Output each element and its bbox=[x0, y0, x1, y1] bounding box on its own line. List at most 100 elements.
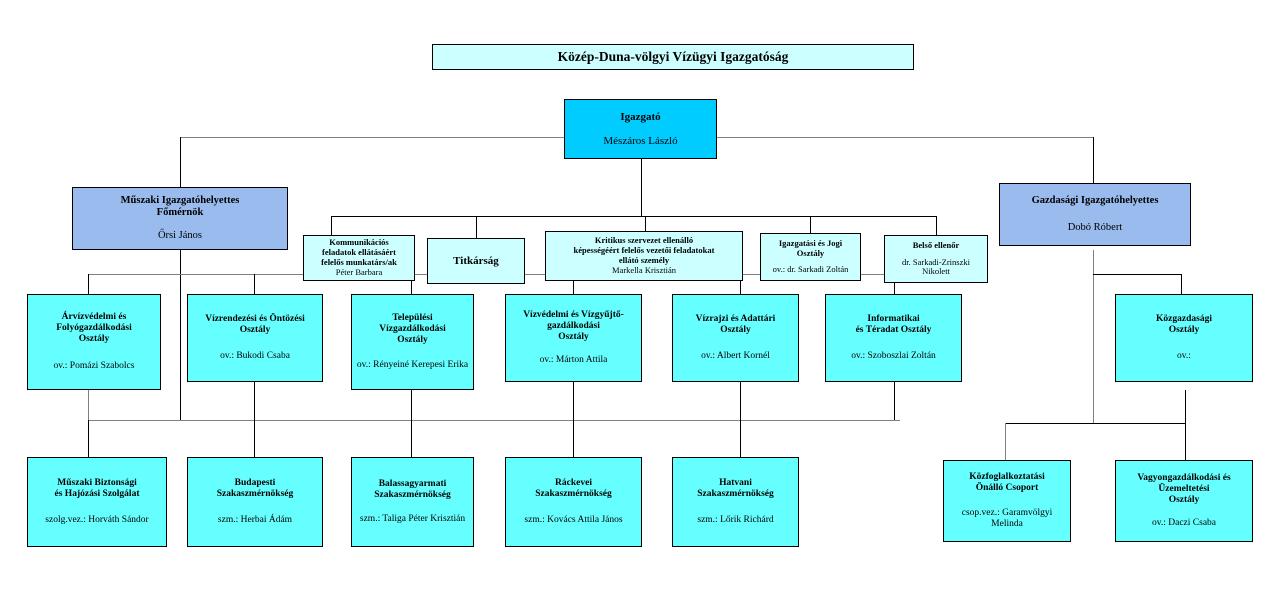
node-field-public-employment[interactable]: Közfoglalkoztatási Önálló Csoport csop.v… bbox=[943, 460, 1071, 542]
node-field-asset-title-2: Üzemeltetési bbox=[1158, 484, 1210, 495]
node-deputy-technical-title-2: Főmérnök bbox=[156, 207, 204, 219]
node-director[interactable]: Igazgató Mészáros László bbox=[564, 99, 717, 159]
node-field-hatvan[interactable]: Hatvani Szakaszmérnökség szm.: Lőrik Ric… bbox=[672, 457, 799, 547]
node-field-budapest[interactable]: Budapesti Szakaszmérnökség szm.: Herbai … bbox=[187, 457, 323, 547]
node-dept-protection-title-1: Vízvédelmi és Vízgyűjtő- bbox=[523, 310, 624, 321]
node-field-employment-title-1: Közfoglalkoztatási bbox=[969, 472, 1045, 483]
node-staff-legal-person: ov.: dr. Sarkadi Zoltán bbox=[772, 263, 849, 274]
node-deputy-technical-person: Őrsi János bbox=[157, 229, 203, 241]
node-staff-internal-auditor[interactable]: Belső ellenőr dr. Sarkadi-Zrinszki Nikol… bbox=[884, 235, 988, 283]
node-staff-communication-title-1: Kommunikációs bbox=[329, 237, 389, 248]
node-staff-auditor-person: dr. Sarkadi-Zrinszki Nikolett bbox=[902, 256, 970, 277]
connector-dept-drop-6 bbox=[894, 274, 895, 294]
node-staff-communication-title-3: felelős munkatárs/ak bbox=[321, 257, 397, 267]
node-staff-secretariat[interactable]: Titkárság bbox=[427, 238, 525, 284]
node-field-technical-safety[interactable]: Műszaki Biztonsági és Hajózási Szolgálat… bbox=[27, 457, 167, 547]
node-deputy-economic-title-1: Gazdasági Igazgatóhelyettes bbox=[1031, 195, 1159, 207]
node-dept-economics[interactable]: Közgazdasági Osztály ov.: bbox=[1115, 294, 1253, 382]
node-staff-communication[interactable]: Kommunikációs feladatok ellátásáért fele… bbox=[303, 235, 415, 281]
connector-field-drop-2 bbox=[254, 420, 255, 457]
node-staff-critical-title-2: képességéért felelős vezetői feladatokat bbox=[573, 245, 715, 256]
connector-dept5-down bbox=[740, 382, 741, 420]
node-deputy-technical-title-1: Műszaki Igazgatóhelyettes bbox=[120, 195, 240, 207]
node-field-budapest-title-1: Budapesti bbox=[234, 477, 276, 488]
node-field-asset-management[interactable]: Vagyongazdálkodási és Üzemeltetési Osztá… bbox=[1115, 460, 1253, 542]
node-dept-water-protection[interactable]: Vízvédelmi és Vízgyűjtő- gazdálkodási Os… bbox=[505, 294, 642, 382]
node-staff-communication-person: Péter Barbara bbox=[335, 266, 383, 277]
org-header-box: Közép-Duna-völgyi Vízügyi Igazgatóság bbox=[432, 44, 914, 70]
node-deputy-economic[interactable]: Gazdasági Igazgatóhelyettes Dobó Róbert bbox=[999, 183, 1191, 246]
node-field-hatvan-title-1: Hatvani bbox=[719, 477, 752, 488]
node-dept-hydrography[interactable]: Vízrajzi és Adattári Osztály ov.: Albert… bbox=[672, 294, 799, 382]
node-staff-critical-title-1: Kritikus szervezet ellenálló bbox=[594, 235, 694, 246]
node-staff-legal-title-2: Osztály bbox=[796, 248, 825, 259]
node-dept-economics-title-1: Közgazdasági bbox=[1156, 313, 1212, 324]
connector-director-down bbox=[641, 159, 642, 216]
node-field-asset-title-3: Osztály bbox=[1168, 495, 1200, 505]
node-dept-municipal-water[interactable]: Települési Vízgazdálkodási Osztály ov.: … bbox=[351, 294, 474, 390]
node-field-asset-person: ov.: Daczi Csaba bbox=[1151, 517, 1216, 528]
node-dept-water-regulation[interactable]: Vízrendezési és Öntözési Osztály ov.: Bu… bbox=[187, 294, 323, 382]
node-dept-informatics-person: ov.: Szoboszlai Zoltán bbox=[851, 351, 936, 362]
node-dept-municipal-title-2: Vízgazdálkodási bbox=[379, 324, 446, 335]
node-staff-critical-person: Markella Krisztián bbox=[612, 264, 676, 275]
node-dept-flood-title-2: Folyógazdálkodási bbox=[56, 323, 132, 334]
connector-dept-drop-3 bbox=[411, 274, 412, 294]
node-staff-legal-title-1: Igazgatási és Jogi bbox=[778, 238, 843, 249]
node-dept-hydrography-person: ov.: Albert Kornél bbox=[701, 351, 770, 362]
node-staff-critical-infrastructure[interactable]: Kritikus szervezet ellenálló képességéér… bbox=[545, 231, 743, 281]
node-dept-protection-title-2: gazdálkodási bbox=[547, 321, 600, 332]
connector-field-drop-4 bbox=[573, 420, 574, 457]
node-dept-hydrography-title-1: Vízrajzi és Adattári bbox=[695, 313, 776, 324]
node-staff-secretariat-title-1: Titkárság bbox=[453, 254, 499, 267]
node-dept-regulation-title-1: Vízrendezési és Öntözési bbox=[205, 313, 305, 324]
node-field-rackeve-title-1: Ráckevei bbox=[555, 477, 592, 488]
node-field-balassagyarmat[interactable]: Balassagyarmati Szakaszmérnökség szm.: T… bbox=[351, 457, 474, 547]
node-deputy-technical[interactable]: Műszaki Igazgatóhelyettes Főmérnök Őrsi … bbox=[72, 187, 288, 250]
connector-field-drop-6 bbox=[1005, 423, 1006, 460]
connector-field-bus-right bbox=[1005, 423, 1185, 424]
node-dept-regulation-title-2: Osztály bbox=[239, 324, 271, 335]
node-dept-municipal-title-3: Osztály bbox=[397, 335, 428, 345]
connector-field-drop-5 bbox=[740, 420, 741, 457]
node-dept-municipal-person: ov.: Rényeiné Kerepesi Erika bbox=[356, 359, 469, 370]
node-dept-municipal-title-1: Települési bbox=[392, 313, 433, 324]
node-field-budapest-person: szm.: Herbai Ádám bbox=[217, 515, 293, 526]
node-field-hatvan-title-2: Szakaszmérnökség bbox=[697, 488, 774, 499]
node-field-balassagyarmat-title-2: Szakaszmérnökség bbox=[374, 489, 451, 500]
connector-staff-bus bbox=[331, 216, 936, 217]
node-dept-flood-person: ov.: Pomázi Szabolcs bbox=[53, 360, 135, 371]
connector-dept-drop-5 bbox=[740, 274, 741, 294]
connector-left-spine bbox=[180, 250, 181, 420]
node-dept-flood-protection[interactable]: Árvízvédelmi és Folyógazdálkodási Osztál… bbox=[27, 294, 161, 390]
node-dept-flood-title-1: Árvízvédelmi és bbox=[61, 312, 127, 323]
connector-dept-drop-4 bbox=[573, 274, 574, 294]
node-field-hatvan-person: szm.: Lőrik Richárd bbox=[697, 515, 774, 526]
connector-right-spine bbox=[1093, 250, 1094, 423]
node-field-balassagyarmat-title-1: Balassagyarmati bbox=[378, 478, 447, 489]
node-staff-communication-title-2: feladatok ellátásáért bbox=[322, 247, 396, 258]
connector-staff-drop-2 bbox=[476, 216, 477, 238]
node-field-safety-title-1: Műszaki Biztonsági bbox=[57, 477, 137, 488]
connector-staff-drop-5 bbox=[936, 216, 937, 235]
node-field-asset-title-1: Vagyongazdálkodási és bbox=[1137, 473, 1231, 484]
connector-dept6-down bbox=[894, 382, 895, 420]
node-dept-economics-title-2: Osztály bbox=[1168, 324, 1200, 335]
connector-dept-drop-2 bbox=[254, 274, 255, 294]
node-dept-informatics-title-2: és Téradat Osztály bbox=[855, 324, 932, 335]
org-header-label: Közép-Duna-völgyi Vízügyi Igazgatóság bbox=[557, 49, 789, 65]
connector-deputy-left-down bbox=[180, 137, 181, 187]
node-dept-protection-person: ov.: Márton Attila bbox=[539, 354, 608, 365]
connector-staff-drop-1 bbox=[331, 216, 332, 235]
node-field-rackeve[interactable]: Ráckevei Szakaszmérnökség szm.: Kovács A… bbox=[505, 457, 642, 547]
connector-field-drop-1 bbox=[88, 420, 89, 457]
connector-field-bus-left bbox=[88, 420, 900, 421]
node-deputy-economic-person: Dobó Róbert bbox=[1067, 221, 1123, 233]
node-dept-informatics[interactable]: Informatikai és Téradat Osztály ov.: Szo… bbox=[825, 294, 962, 382]
node-staff-legal-department[interactable]: Igazgatási és Jogi Osztály ov.: dr. Sark… bbox=[760, 233, 861, 281]
node-field-budapest-title-2: Szakaszmérnökség bbox=[216, 488, 294, 499]
connector-staff-drop-4 bbox=[810, 216, 811, 233]
connector-dept1-down bbox=[88, 390, 89, 420]
node-field-rackeve-title-2: Szakaszmérnökség bbox=[535, 488, 612, 499]
